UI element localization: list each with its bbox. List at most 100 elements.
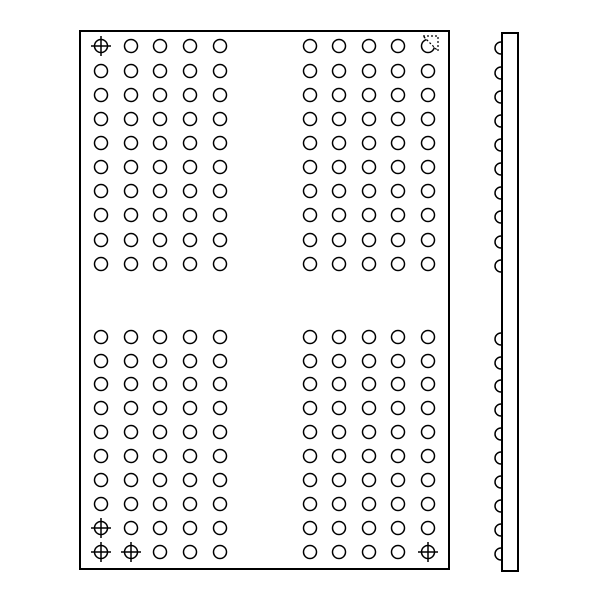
solder-ball — [331, 63, 347, 79]
solder-ball — [390, 159, 406, 175]
solder-ball — [152, 400, 168, 416]
solder-ball — [331, 87, 347, 103]
solder-ball — [390, 38, 406, 54]
solder-ball — [123, 183, 139, 199]
solder-ball — [420, 256, 436, 272]
solder-ball — [390, 472, 406, 488]
solder-ball — [361, 376, 377, 392]
solder-ball — [182, 353, 198, 369]
solder-ball — [420, 135, 436, 151]
solder-ball — [212, 400, 228, 416]
solder-ball — [123, 400, 139, 416]
solder-ball — [123, 520, 139, 536]
solder-ball — [123, 63, 139, 79]
side-solder-ball — [494, 114, 502, 128]
solder-ball — [212, 496, 228, 512]
solder-ball — [361, 520, 377, 536]
solder-ball — [182, 111, 198, 127]
solder-ball — [420, 353, 436, 369]
package-outline — [79, 30, 450, 570]
solder-ball — [331, 424, 347, 440]
solder-ball — [331, 400, 347, 416]
solder-ball — [331, 207, 347, 223]
solder-ball — [152, 111, 168, 127]
solder-ball — [302, 496, 318, 512]
solder-ball — [420, 496, 436, 512]
solder-ball — [212, 63, 228, 79]
solder-ball — [361, 256, 377, 272]
solder-ball — [361, 424, 377, 440]
side-solder-ball — [494, 186, 502, 200]
solder-ball — [390, 63, 406, 79]
solder-ball — [390, 376, 406, 392]
solder-ball — [331, 111, 347, 127]
solder-ball — [152, 329, 168, 345]
solder-ball — [123, 424, 139, 440]
solder-ball — [302, 472, 318, 488]
solder-ball — [182, 544, 198, 560]
solder-ball — [123, 256, 139, 272]
solder-ball — [152, 424, 168, 440]
solder-ball — [182, 207, 198, 223]
solder-ball — [420, 207, 436, 223]
solder-ball — [331, 448, 347, 464]
solder-ball — [361, 111, 377, 127]
solder-ball — [302, 256, 318, 272]
solder-ball — [152, 496, 168, 512]
solder-ball — [361, 38, 377, 54]
solder-ball — [420, 159, 436, 175]
solder-ball — [93, 135, 109, 151]
side-solder-ball — [494, 162, 502, 176]
crosshair-ball-icon — [418, 542, 438, 562]
solder-ball — [331, 353, 347, 369]
solder-ball — [123, 38, 139, 54]
solder-ball — [123, 329, 139, 345]
solder-ball — [123, 111, 139, 127]
solder-ball — [420, 448, 436, 464]
solder-ball — [390, 448, 406, 464]
solder-ball — [93, 376, 109, 392]
solder-ball — [361, 135, 377, 151]
solder-ball — [123, 135, 139, 151]
pin1-indicator-icon — [421, 35, 439, 53]
solder-ball — [331, 496, 347, 512]
solder-ball — [302, 232, 318, 248]
solder-ball — [152, 544, 168, 560]
side-solder-ball — [494, 356, 502, 370]
solder-ball — [331, 376, 347, 392]
solder-ball — [93, 87, 109, 103]
solder-ball — [331, 135, 347, 151]
solder-ball — [302, 207, 318, 223]
solder-ball — [182, 63, 198, 79]
solder-ball — [182, 159, 198, 175]
side-ball-row — [494, 41, 502, 561]
solder-ball — [390, 256, 406, 272]
solder-ball — [331, 256, 347, 272]
solder-ball — [182, 472, 198, 488]
solder-ball — [302, 63, 318, 79]
solder-ball — [302, 400, 318, 416]
solder-ball — [302, 135, 318, 151]
solder-ball — [93, 111, 109, 127]
solder-ball — [302, 544, 318, 560]
solder-ball — [212, 159, 228, 175]
solder-ball — [302, 87, 318, 103]
solder-ball — [152, 256, 168, 272]
solder-ball — [420, 329, 436, 345]
solder-ball — [331, 183, 347, 199]
solder-ball — [182, 329, 198, 345]
solder-ball — [152, 63, 168, 79]
side-solder-ball — [494, 547, 502, 561]
crosshair-ball-icon — [121, 542, 141, 562]
solder-ball — [390, 424, 406, 440]
solder-ball — [361, 544, 377, 560]
solder-ball — [390, 135, 406, 151]
solder-ball — [212, 183, 228, 199]
solder-ball — [302, 183, 318, 199]
solder-ball — [361, 472, 377, 488]
solder-ball — [390, 520, 406, 536]
solder-ball — [331, 159, 347, 175]
solder-ball — [93, 183, 109, 199]
solder-ball — [361, 183, 377, 199]
